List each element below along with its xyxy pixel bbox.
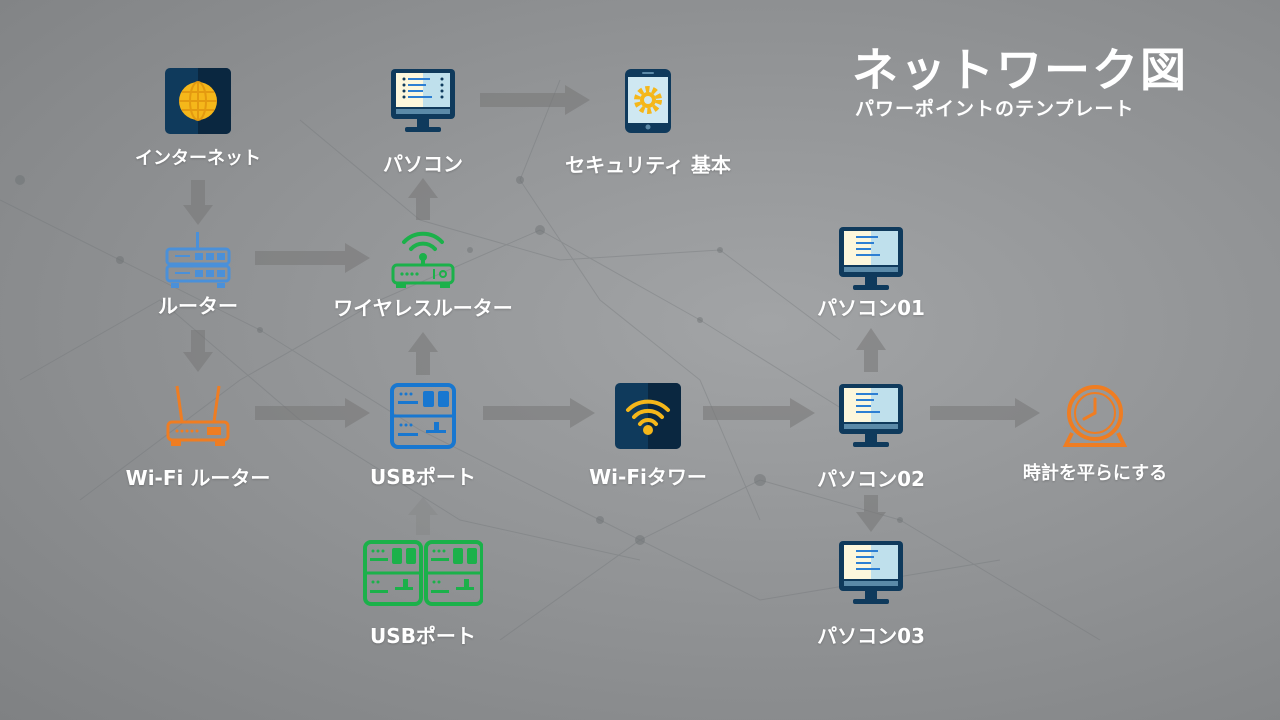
node-label: ルーター — [158, 294, 238, 318]
node-label: セキュリティ 基本 — [565, 153, 731, 177]
monitor-icon — [839, 227, 903, 290]
monitor-icon — [839, 541, 903, 604]
page-title: ネットワーク図 — [852, 43, 1188, 97]
arrow-pc02-to-pc03 — [856, 495, 886, 532]
globe-icon — [165, 68, 231, 134]
arrow-pc-to-security — [480, 85, 590, 115]
arrow-usb-to-wifi-tower — [483, 398, 595, 428]
wifi-router-icon — [166, 385, 230, 446]
page-subtitle: パワーポイントのテンプレート — [855, 98, 1135, 120]
arrow-wireless-to-pc — [408, 178, 438, 220]
arrow-wifi-tower-to-pc02 — [703, 398, 815, 428]
node-label: USBポート — [370, 465, 476, 489]
node-label: パソコン02 — [817, 467, 925, 491]
arrow-pc02-to-clock — [930, 398, 1040, 428]
node-label: ワイヤレスルーター — [333, 296, 513, 320]
arrow-internet-to-router — [183, 180, 213, 225]
node-label: インターネット — [135, 148, 261, 169]
monitor-icon — [839, 384, 903, 447]
arrow-router-to-wifi-router — [183, 330, 213, 372]
usb-port-icon — [390, 383, 456, 449]
usb-port-icon — [363, 540, 483, 606]
router-icon — [165, 232, 231, 288]
wifi-icon — [615, 383, 681, 449]
node-label: Wi-Fi ルーター — [125, 466, 271, 490]
node-label: パソコン — [383, 152, 463, 176]
arrow-pc02-to-pc01 — [856, 328, 886, 372]
node-label: パソコン01 — [817, 296, 925, 320]
node-label: パソコン03 — [817, 624, 925, 648]
node-label: Wi-Fiタワー — [589, 465, 707, 489]
node-label: 時計を平らにする — [1022, 463, 1168, 484]
arrow-usb2-to-usb1 — [408, 497, 438, 535]
arrow-wifi-router-to-usb — [255, 398, 370, 428]
arrow-usb-to-wireless — [408, 332, 438, 375]
monitor-icon — [391, 69, 455, 132]
wireless-router-icon — [391, 231, 455, 288]
clock-icon — [1062, 385, 1128, 447]
node-label: USBポート — [370, 624, 476, 648]
phone-gear-icon — [625, 69, 671, 133]
arrow-router-to-wireless — [255, 243, 370, 273]
